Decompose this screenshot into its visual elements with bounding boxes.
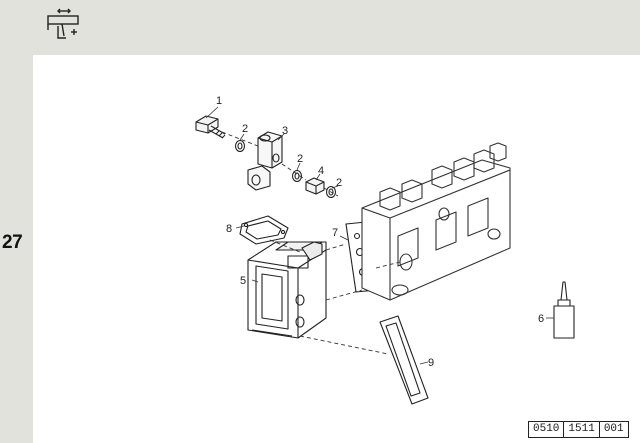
sealant-tube-part: [553, 281, 575, 339]
sealing-washer-part: [234, 139, 246, 153]
sealing-washer-part: [291, 169, 303, 183]
callout-4: 4: [318, 165, 324, 177]
callout-9: 9: [428, 357, 434, 369]
page-number: 27: [2, 232, 23, 253]
injection-pump-part: [361, 142, 511, 301]
adjustment-symbol-icon: [44, 6, 84, 51]
reference-number-box: 0510 1511 001: [528, 421, 629, 438]
reference-part: 001: [603, 423, 624, 435]
control-housing-part: [247, 241, 327, 339]
reference-part: 1511: [564, 422, 600, 437]
banjo-bolt-part: [195, 115, 226, 139]
assembly-lines: [221, 131, 401, 355]
sealing-washer-part: [325, 185, 337, 199]
callout-2c: 2: [336, 177, 342, 189]
callout-7: 7: [332, 227, 338, 239]
valve-body-part: [247, 131, 283, 191]
callout-6: 6: [538, 313, 544, 325]
threaded-nipple-part: [305, 177, 325, 195]
side-band: [0, 55, 33, 443]
callout-2: 2: [242, 123, 248, 135]
header-band: [0, 0, 640, 55]
reference-part: 0510: [529, 422, 565, 437]
callout-labels: 1 2 3 2 4 2 5 6 7 8 9: [216, 95, 544, 369]
gasket-top-part: [239, 215, 289, 245]
gasket-frame-part: [379, 315, 429, 405]
callout-1: 1: [216, 95, 222, 107]
callout-2b: 2: [297, 153, 303, 165]
callout-3: 3: [282, 125, 288, 137]
callout-5: 5: [240, 275, 246, 287]
callout-8: 8: [226, 223, 232, 235]
